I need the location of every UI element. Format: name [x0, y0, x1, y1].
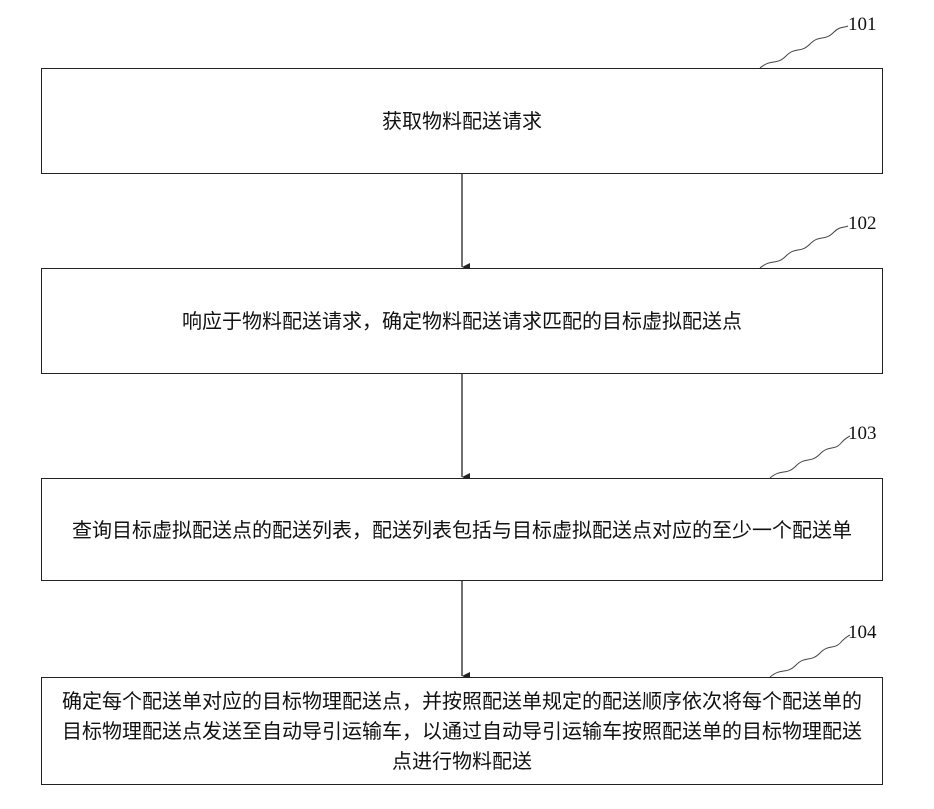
leader-line-101 — [760, 26, 848, 68]
leader-line-104 — [770, 635, 850, 677]
leader-line-103 — [770, 436, 850, 478]
step-box-103: 查询目标虚拟配送点的配送列表，配送列表包括与目标虚拟配送点对应的至少一个配送单 — [41, 478, 883, 581]
step-text-102: 响应于物料配送请求，确定物料配送请求匹配的目标虚拟配送点 — [182, 306, 742, 336]
step-number-104: 104 — [848, 622, 877, 644]
step-number-101: 101 — [848, 14, 877, 36]
leader-line-102 — [760, 226, 848, 268]
step-text-103: 查询目标虚拟配送点的配送列表，配送列表包括与目标虚拟配送点对应的至少一个配送单 — [72, 515, 852, 545]
step-box-104: 确定每个配送单对应的目标物理配送点，并按照配送单规定的配送顺序依次将每个配送单的… — [41, 677, 883, 785]
step-number-102: 102 — [848, 213, 877, 235]
step-text-101: 获取物料配送请求 — [382, 106, 542, 136]
step-box-101: 获取物料配送请求 — [41, 68, 883, 174]
step-text-104: 确定每个配送单对应的目标物理配送点，并按照配送单规定的配送顺序依次将每个配送单的… — [56, 686, 868, 776]
step-box-102: 响应于物料配送请求，确定物料配送请求匹配的目标虚拟配送点 — [41, 268, 883, 374]
step-number-103: 103 — [848, 423, 877, 445]
